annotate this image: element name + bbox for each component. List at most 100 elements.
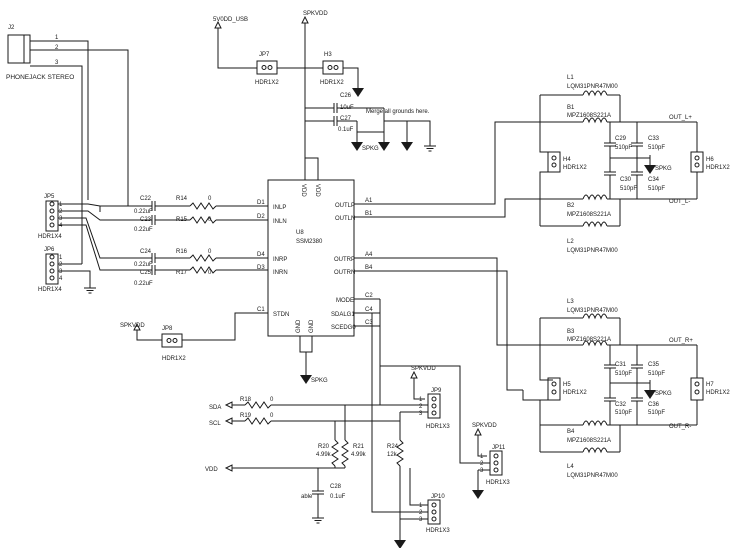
right-output-filter: L3 LQM31PNR47M00 B3 MPZ1608S221A B4 MPZ1…	[380, 257, 730, 479]
jp10-pin1: 1	[419, 503, 423, 509]
u8-pin-inln: INLN	[273, 219, 287, 225]
spkg-label-left: SPKG	[655, 166, 672, 172]
b4-ref: B4	[567, 429, 575, 435]
r17-ref: R17	[176, 270, 188, 276]
jp9-ref: JP9	[431, 388, 442, 394]
u8-pin-outlp: OUTLP	[335, 203, 355, 209]
spkg-label-1: SPKG	[362, 146, 379, 152]
jp9-pin1: 1	[419, 397, 423, 403]
l2-val: LQM31PNR47M00	[567, 248, 618, 254]
u8-pin-outrn: OUTRN	[334, 270, 355, 276]
b1-ref: B1	[567, 105, 575, 111]
h5-ref: H5	[563, 382, 571, 388]
u8-pin-b4: B4	[365, 265, 373, 271]
b3-val: MPZ1608S221A	[567, 337, 611, 343]
u8-part: SSM2380	[296, 239, 323, 245]
jp8-ref: JP8	[162, 326, 173, 332]
u8-pin-outln: OUTLN	[335, 216, 355, 222]
c36-ref: C36	[648, 402, 660, 408]
jp9-pin3: 3	[419, 411, 423, 417]
u8-bottom-pin-b2: GND	[296, 319, 302, 333]
jp5-pin4: 4	[59, 223, 63, 229]
jp9-val: HDR1X3	[426, 424, 450, 430]
c31-ref: C31	[615, 362, 627, 368]
r20-ref: R20	[318, 444, 330, 450]
net-vdd: VDD	[205, 467, 218, 473]
c30-val: 510pF	[620, 186, 637, 192]
r21-ref: R21	[353, 444, 365, 450]
b4-val: MPZ1608S221A	[567, 438, 611, 444]
ic-u8-ssm2380: U8 SSM2380 VDD VDD GND GND INLP D1 INLN …	[255, 179, 380, 385]
c24-val: 0.22uF	[134, 262, 153, 268]
c25-ref: C25	[140, 270, 152, 276]
r24-ref: R24	[387, 444, 399, 450]
u8-pin-c3: C3	[365, 320, 373, 326]
b2-ref: B2	[567, 203, 575, 209]
jp6-val: HDR1X4	[38, 287, 62, 293]
jp6-ref: JP6	[44, 247, 55, 253]
u8-bottom-pin-b3: GND	[309, 319, 315, 333]
jp10-pin3: 3	[419, 517, 423, 523]
c33-val: 510pF	[648, 145, 665, 151]
c34-ref: C34	[648, 177, 660, 183]
u8-pin-sdalg1: SDALG1	[331, 312, 355, 318]
jp9-pin2: 2	[419, 404, 423, 410]
jp10-val: HDR1X3	[426, 528, 450, 534]
r19-ref: R19	[240, 413, 252, 419]
l2-ref: L2	[567, 239, 574, 245]
jp6-pin3: 3	[59, 269, 63, 275]
c30-ref: C30	[620, 177, 632, 183]
c29-ref: C29	[615, 136, 627, 142]
input-coupling-network: C22 0.22uF R14 0 C23 0.22uF R15 0 C24 0.…	[128, 196, 255, 287]
net-5v0dd-usb: 5V0DD_USB	[213, 17, 248, 23]
jp11-pin2: 2	[480, 461, 484, 467]
j2-pin1: 1	[55, 35, 59, 41]
c24-ref: C24	[140, 249, 152, 255]
b1-val: MPZ1608S221A	[567, 113, 611, 119]
j2-pin2: 2	[55, 45, 59, 51]
jp5-pin3: 3	[59, 216, 63, 222]
net-spkvdd-mid: SPKVDD	[120, 323, 145, 329]
header-jp5: JP5 1 2 3 4 HDR1X4	[38, 194, 63, 240]
l1-ref: L1	[567, 75, 574, 81]
r15-val: 0	[208, 217, 212, 223]
h6-val: HDR1X2	[706, 165, 730, 171]
jp11-pin1: 1	[480, 454, 484, 460]
c23-val: 0.22uF	[134, 227, 153, 233]
l1-val: LQM31PNR47M00	[567, 84, 618, 90]
u8-pin-c2: C2	[365, 293, 373, 299]
u8-pin-d4: D4	[257, 252, 265, 258]
b2-val: MPZ1608S221A	[567, 212, 611, 218]
c25-val: 0.22uF	[134, 281, 153, 287]
r14-ref: R14	[176, 196, 188, 202]
spkg-label-u8: SPKG	[311, 378, 328, 384]
r19-val: 0	[270, 413, 274, 419]
u8-pin-a4: A4	[365, 252, 373, 258]
r21-val: 4.99k	[351, 452, 367, 458]
l3-val: LQM31PNR47M00	[567, 308, 618, 314]
jp7-val: HDR1X2	[255, 80, 279, 86]
c26-ref: C26	[340, 93, 352, 99]
c27-val: 0.1uF	[338, 127, 354, 133]
u8-pin-c4: C4	[365, 307, 373, 313]
c22-ref: C22	[140, 196, 152, 202]
r15-ref: R15	[176, 217, 188, 223]
u8-pin-d3: D3	[257, 265, 265, 271]
h3-val: HDR1X2	[320, 80, 344, 86]
u8-pin-scedg0: SCEDG0	[331, 325, 356, 331]
h5-val: HDR1X2	[563, 390, 587, 396]
c32-val: 510pF	[615, 410, 632, 416]
jp6-pin4: 4	[59, 276, 63, 282]
header-jp11: SPKVDD JP11 1 2 3 HDR1X3	[380, 365, 510, 500]
net-out-r-minus: OUT_R-	[669, 424, 691, 430]
u8-pin-d2: D2	[257, 214, 265, 220]
c22-val: 0.22uF	[134, 209, 153, 215]
u8-pin-stdn: STDN	[273, 312, 289, 318]
input-wiring	[58, 203, 128, 294]
j2-pin3: 3	[55, 60, 59, 66]
spkg-label-right: SPKG	[655, 391, 672, 397]
u8-pin-a1: A1	[365, 198, 373, 204]
header-jp8: SPKVDD JP8 HDR1X2	[120, 312, 268, 362]
header-jp9: SPKVDD JP9 1 2 3 HDR1X3	[400, 366, 450, 430]
